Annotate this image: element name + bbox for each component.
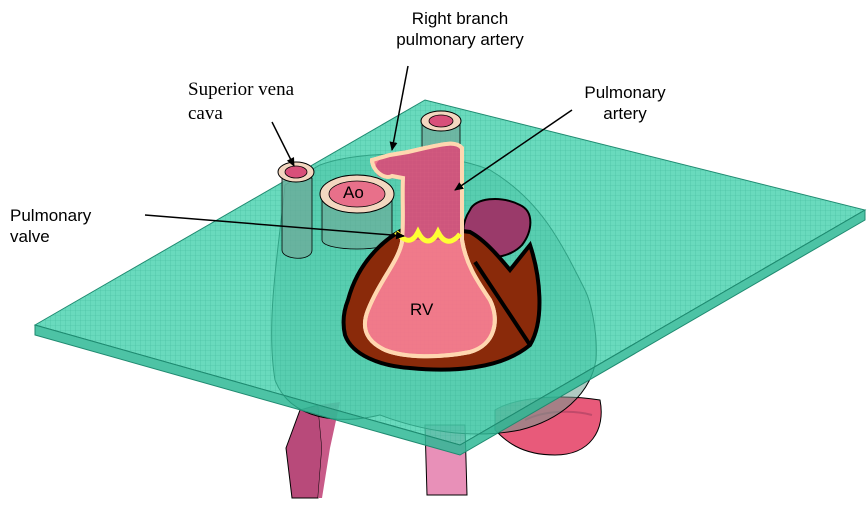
label-pulmonary-artery: Pulmonary artery [555, 82, 695, 125]
label-aorta: Ao [343, 183, 364, 203]
label-right-branch-pulmonary-artery: Right branch pulmonary artery [350, 8, 570, 51]
label-superior-vena-cava: Superior vena cava [188, 78, 294, 126]
label-pulmonary-valve: Pulmonary valve [10, 205, 91, 248]
label-right-ventricle: RV [410, 300, 433, 320]
